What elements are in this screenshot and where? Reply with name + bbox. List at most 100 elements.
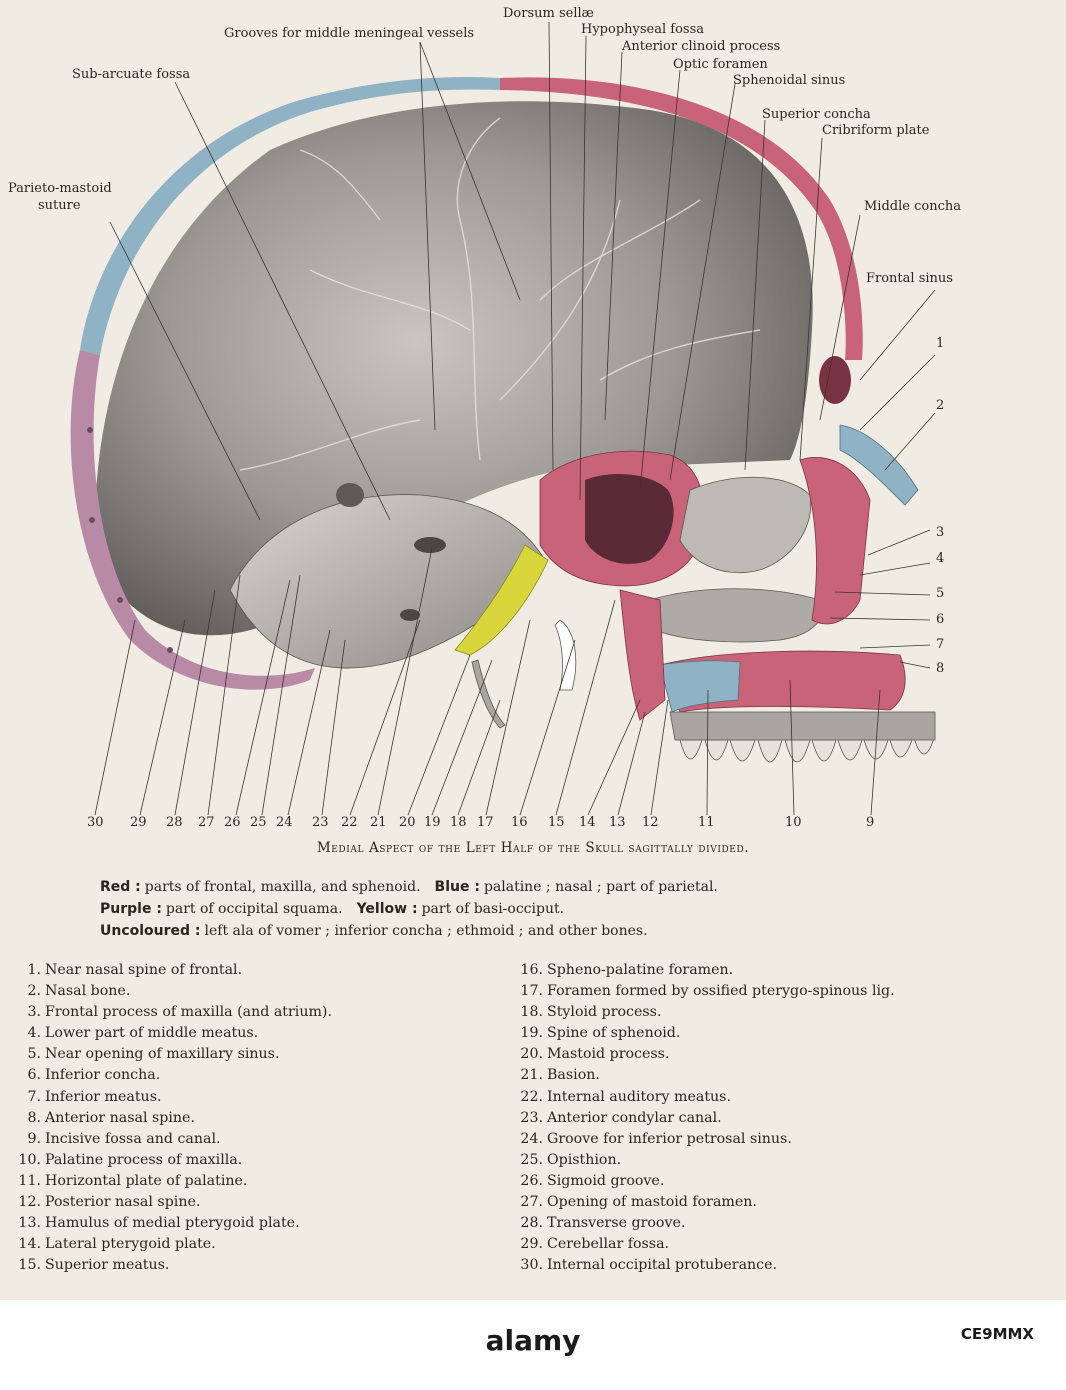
frontal-band bbox=[500, 77, 863, 360]
label-dorsum-sellae: Dorsum sellæ bbox=[503, 6, 594, 21]
legend-num: 12. bbox=[18, 1194, 41, 1211]
legend-item: 14.Lateral pterygoid plate. bbox=[12, 1234, 332, 1255]
legend-text: Styloid process. bbox=[547, 1004, 662, 1021]
legend-text: Inferior concha. bbox=[45, 1067, 161, 1084]
legend-item: 23.Anterior condylar canal. bbox=[514, 1108, 895, 1129]
color-key: Red :parts of frontal, maxilla, and sphe… bbox=[100, 876, 718, 942]
num-label: 12 bbox=[642, 815, 659, 830]
legend-text: Mastoid process. bbox=[547, 1046, 670, 1063]
legend-item: 10.Palatine process of maxilla. bbox=[12, 1150, 332, 1171]
legend-text: Foramen formed by ossified pterygo-spino… bbox=[547, 983, 895, 1000]
key-blue-label: Blue : bbox=[434, 879, 480, 895]
legend-text: Anterior condylar canal. bbox=[547, 1109, 722, 1126]
legend-text: Internal auditory meatus. bbox=[547, 1088, 731, 1105]
key-purple-label: Purple : bbox=[100, 901, 162, 917]
num-label: 16 bbox=[511, 815, 528, 830]
scanned-page: Grooves for middle meningeal vessels Dor… bbox=[0, 0, 1066, 1300]
inferior-concha bbox=[649, 588, 824, 643]
label-middle-concha: Middle concha bbox=[864, 199, 961, 214]
legend-item: 18.Styloid process. bbox=[514, 1002, 895, 1023]
legend-text: Lower part of middle meatus. bbox=[45, 1025, 259, 1042]
figure-caption: Medial Aspect of the Left Half of the Sk… bbox=[316, 840, 750, 856]
num-label: 27 bbox=[198, 815, 215, 830]
num-label: 20 bbox=[399, 815, 416, 830]
legend-item: 29.Cerebellar fossa. bbox=[514, 1234, 895, 1255]
legend-text: Superior meatus. bbox=[45, 1257, 170, 1274]
legend-num: 30. bbox=[520, 1257, 543, 1274]
num-label: 1 bbox=[936, 336, 944, 351]
legend-num: 26. bbox=[520, 1172, 543, 1189]
key-blue-text: palatine ; nasal ; part of parietal. bbox=[483, 879, 718, 895]
num-label: 25 bbox=[250, 815, 267, 830]
superior-middle-concha bbox=[679, 476, 812, 574]
legend-text: Anterior nasal spine. bbox=[45, 1109, 195, 1126]
key-yellow-label: Yellow : bbox=[356, 901, 418, 917]
legend-num: 13. bbox=[18, 1215, 41, 1232]
legend-num: 22. bbox=[520, 1088, 543, 1105]
num-label: 14 bbox=[579, 815, 596, 830]
num-label: 11 bbox=[698, 815, 715, 830]
legend-item: 16.Spheno-palatine foramen. bbox=[514, 960, 895, 981]
legend-text: Opisthion. bbox=[547, 1151, 622, 1168]
num-label: 8 bbox=[936, 661, 944, 676]
legend-num: 1. bbox=[27, 962, 41, 978]
legend-item: 2.Nasal bone. bbox=[12, 981, 332, 1002]
legend-list-right: 16.Spheno-palatine foramen. 17.Foramen f… bbox=[514, 960, 895, 1276]
legend-item: 6.Inferior concha. bbox=[12, 1065, 332, 1086]
num-label: 22 bbox=[341, 815, 358, 830]
legend-num: 29. bbox=[520, 1236, 543, 1253]
num-label: 26 bbox=[224, 815, 241, 830]
label-parieto-mastoid-1: Parieto-mastoid bbox=[8, 181, 112, 196]
legend-num: 18. bbox=[520, 1004, 543, 1021]
num-label: 9 bbox=[866, 815, 874, 830]
legend-text: Internal occipital protuberance. bbox=[547, 1257, 778, 1274]
num-label: 23 bbox=[312, 815, 329, 830]
legend-item: 21.Basion. bbox=[514, 1065, 895, 1086]
legend-text: Hamulus of medial pterygoid plate. bbox=[45, 1215, 300, 1232]
legend-item: 4.Lower part of middle meatus. bbox=[12, 1023, 332, 1044]
legend-item: 3.Frontal process of maxilla (and atrium… bbox=[12, 1002, 332, 1023]
nasal-bone bbox=[839, 424, 919, 506]
legend-item: 7.Inferior meatus. bbox=[12, 1087, 332, 1108]
watermark-logo: alamy bbox=[485, 1324, 581, 1357]
legend-num: 27. bbox=[520, 1194, 543, 1211]
legend-num: 25. bbox=[520, 1151, 543, 1168]
legend-text: Near opening of maxillary sinus. bbox=[45, 1046, 280, 1063]
num-label: 2 bbox=[936, 398, 944, 413]
num-label: 19 bbox=[424, 815, 441, 830]
legend-item: 27.Opening of mastoid foramen. bbox=[514, 1192, 895, 1213]
legend-item: 11.Horizontal plate of palatine. bbox=[12, 1171, 332, 1192]
legend-text: Cerebellar fossa. bbox=[547, 1236, 670, 1253]
num-label: 18 bbox=[450, 815, 467, 830]
bottom-number-labels: 30 29 28 27 26 25 24 23 22 21 20 19 18 1… bbox=[87, 815, 874, 830]
legend-num: 19. bbox=[520, 1025, 543, 1042]
legend-num: 11. bbox=[18, 1172, 41, 1189]
legend-num: 23. bbox=[520, 1109, 543, 1126]
legend-text: Transverse groove. bbox=[547, 1215, 686, 1232]
legend-text: Basion. bbox=[547, 1067, 600, 1084]
num-label: 13 bbox=[609, 815, 626, 830]
num-label: 17 bbox=[477, 815, 494, 830]
legend-text: Nasal bone. bbox=[45, 983, 131, 1000]
label-optic-foramen: Optic foramen bbox=[673, 57, 768, 72]
label-frontal-sinus: Frontal sinus bbox=[866, 271, 953, 286]
num-label: 5 bbox=[936, 586, 944, 601]
legend-num: 15. bbox=[18, 1257, 41, 1274]
legend-text: Groove for inferior petrosal sinus. bbox=[547, 1130, 792, 1147]
right-number-labels: 1 2 3 4 5 6 7 8 bbox=[936, 336, 944, 676]
legend-item: 1.Near nasal spine of frontal. bbox=[12, 960, 332, 981]
legend-num: 9. bbox=[27, 1130, 41, 1147]
legend-num: 14. bbox=[18, 1236, 41, 1253]
image-id-badge: CE9MMX bbox=[960, 1325, 1034, 1343]
legend-item: 19.Spine of sphenoid. bbox=[514, 1023, 895, 1044]
legend-item: 9.Incisive fossa and canal. bbox=[12, 1129, 332, 1150]
legend-num: 6. bbox=[27, 1067, 41, 1084]
legend-num: 21. bbox=[520, 1067, 543, 1084]
legend-text: Incisive fossa and canal. bbox=[45, 1130, 221, 1147]
stock-footer: alamy CE9MMX bbox=[0, 1300, 1066, 1390]
num-label: 3 bbox=[936, 525, 944, 540]
key-uncoloured-label: Uncoloured : bbox=[100, 923, 201, 939]
occipital-band bbox=[70, 350, 316, 690]
legend-text: Near nasal spine of frontal. bbox=[45, 962, 243, 978]
legend-num: 4. bbox=[27, 1025, 41, 1042]
